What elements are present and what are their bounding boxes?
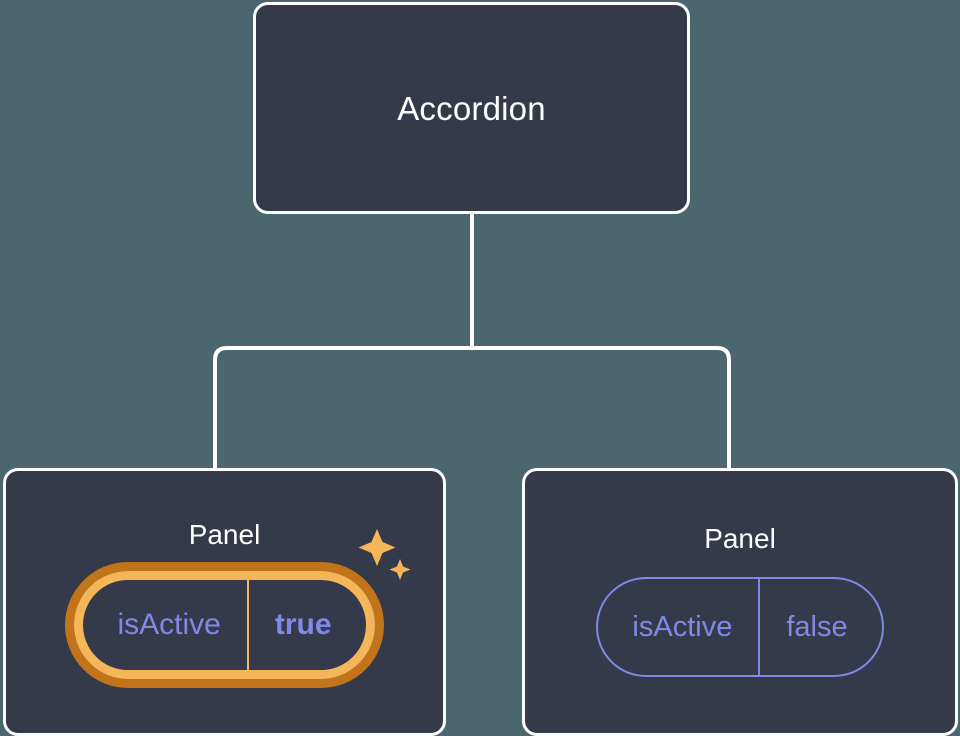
prop-value-label: false	[786, 610, 848, 643]
prop-badge-wrapper-inactive: isActive false	[596, 577, 884, 677]
prop-value-cell: true	[246, 580, 366, 670]
node-label-panel-active: Panel	[188, 519, 261, 550]
prop-badge-highlighted[interactable]: isActive true	[74, 571, 375, 679]
prop-key-label: isActive	[117, 608, 221, 641]
prop-key-cell: isActive	[598, 579, 758, 675]
prop-badge-plain[interactable]: isActive false	[596, 577, 884, 677]
tree-node-panel-active[interactable]: Panel isActive true	[3, 468, 446, 736]
prop-key-label: isActive	[632, 610, 733, 643]
prop-badge-wrapper-active: isActive true	[74, 529, 411, 679]
connector-elbow-bar	[213, 346, 731, 470]
tree-node-accordion[interactable]: Accordion	[253, 2, 690, 214]
prop-key-cell: isActive	[83, 580, 246, 670]
tree-node-panel-inactive[interactable]: Panel isActive false	[522, 468, 958, 736]
node-label-accordion: Accordion	[397, 89, 546, 127]
prop-value-label: true	[274, 608, 332, 641]
sparkle-icon	[358, 529, 411, 580]
node-label-panel-inactive: Panel	[704, 523, 776, 554]
prop-value-cell: false	[758, 579, 881, 675]
